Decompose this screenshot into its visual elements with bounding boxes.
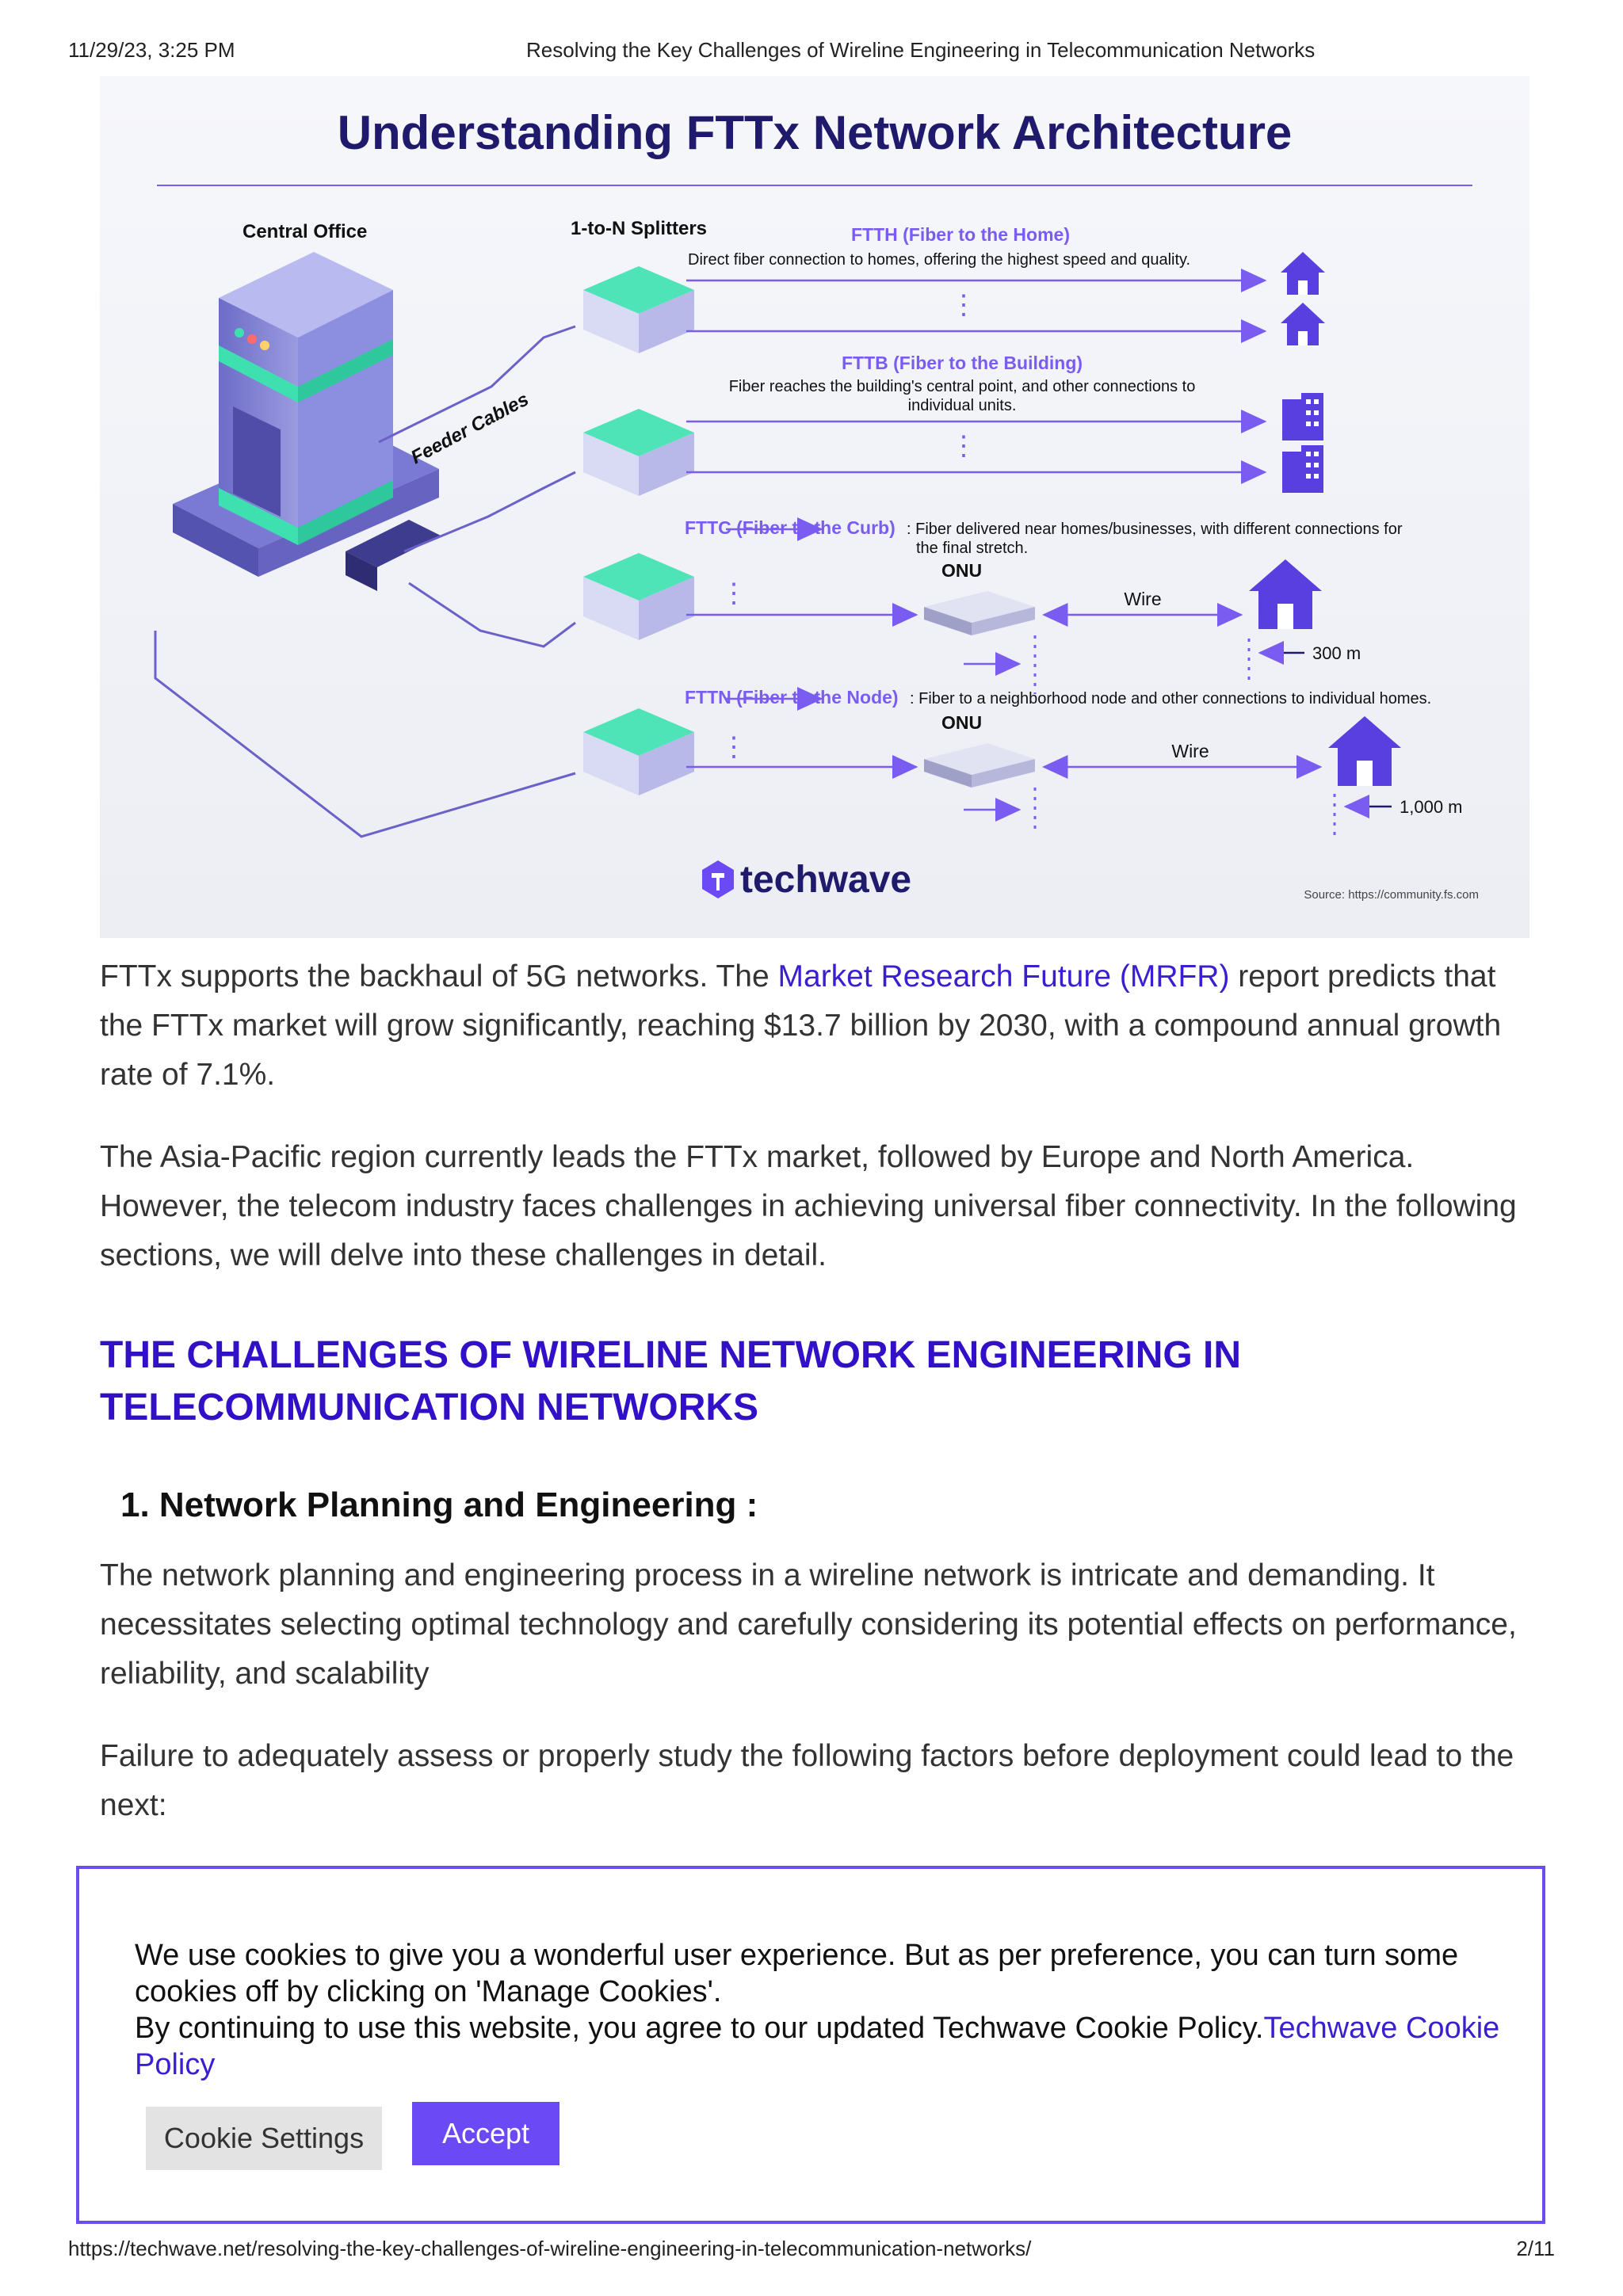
distance-fttn: 1,000 m xyxy=(1400,797,1463,817)
onu-label-fttn: ONU xyxy=(941,712,982,733)
wire-label-fttn: Wire xyxy=(1171,741,1209,761)
article-paragraph-3: The network planning and engineering pro… xyxy=(100,1558,1517,1691)
ftth-desc: Direct fiber connection to homes, offeri… xyxy=(688,251,1190,269)
accept-cookies-button[interactable]: Accept xyxy=(412,2102,559,2165)
fttx-diagram: Understanding FTTx Network Architecture … xyxy=(154,106,1479,902)
building-icon-fttb-1 xyxy=(1282,393,1323,441)
article-paragraph-2: The Asia-Pacific region currently leads … xyxy=(100,1140,1517,1272)
cookie-banner: We use cookies to give you a wonderful u… xyxy=(76,1866,1545,2224)
subsection-heading: 1. Network Planning and Engineering : xyxy=(120,1486,758,1524)
home-icon-ftth-2 xyxy=(1281,303,1325,345)
article-paragraph-4: Failure to adequately assess or properly… xyxy=(100,1739,1514,1822)
cookie-message: We use cookies to give you a wonderful u… xyxy=(135,1939,1500,2081)
techwave-brand-text: techwave xyxy=(740,859,911,901)
fttx-infographic: Understanding FTTx Network Architecture … xyxy=(100,76,1529,938)
fttb-desc-line1: Fiber reaches the building's central poi… xyxy=(729,378,1196,395)
print-page-title: Resolving the Key Challenges of Wireline… xyxy=(526,38,1316,62)
fttb-title: FTTB (Fiber to the Building) xyxy=(842,353,1083,373)
fttc-desc-line1: : Fiber delivered near homes/businesses,… xyxy=(907,521,1403,538)
feeder-cables xyxy=(154,325,576,838)
fttb-desc-line2: individual units. xyxy=(908,397,1017,414)
home-icon-fttn xyxy=(1328,716,1401,786)
central-office-icon xyxy=(173,252,441,591)
svg-text:⋮: ⋮ xyxy=(720,732,747,762)
section-heading-line1: THE CHALLENGES OF WIRELINE NETWORK ENGIN… xyxy=(100,1334,1242,1376)
fttn-desc: : Fiber to a neighborhood node and other… xyxy=(910,690,1431,707)
onu-device-icon-fttc xyxy=(924,591,1035,635)
article-paragraph-1: FTTx supports the backhaul of 5G network… xyxy=(100,959,1502,1092)
feeder-cables-label: Feeder Cables xyxy=(407,388,533,468)
techwave-logo-icon xyxy=(702,860,734,898)
section-heading-line2: TELECOMMUNICATION NETWORKS xyxy=(100,1386,759,1428)
fttc-title: FTTC (Fiber to the Curb) xyxy=(685,517,896,538)
splitter-icon-3 xyxy=(583,553,694,640)
print-header: 11/29/23, 3:25 PM Resolving the Key Chal… xyxy=(68,38,1555,70)
print-datetime: 11/29/23, 3:25 PM xyxy=(68,38,235,62)
home-icon-ftth-1 xyxy=(1281,252,1325,295)
cookie-settings-button[interactable]: Cookie Settings xyxy=(146,2107,382,2170)
building-icon-fttb-2 xyxy=(1282,445,1323,493)
source-credit: Source: https://community.fs.com xyxy=(1304,888,1479,902)
central-office-label: Central Office xyxy=(242,221,367,242)
fttc-desc-line2: the final stretch. xyxy=(916,540,1028,557)
section-heading: THE CHALLENGES OF WIRELINE NETWORK ENGIN… xyxy=(100,1329,1526,1434)
svg-text:⋮: ⋮ xyxy=(950,290,977,320)
splitter-icon-4 xyxy=(583,708,694,795)
splitter-icon-2 xyxy=(583,409,694,496)
fttn-title: FTTN (Fiber to the Node) xyxy=(685,687,899,707)
print-url: https://techwave.net/resolving-the-key-c… xyxy=(68,2237,1032,2260)
svg-text:⋮: ⋮ xyxy=(720,578,747,608)
cookie-policy-link[interactable]: Techwave Cookie Policy xyxy=(135,2012,1500,2081)
print-page-number: 2/11 xyxy=(1516,2237,1555,2260)
mrfr-link[interactable]: Market Research Future (MRFR) xyxy=(777,959,1230,994)
infographic-title: Understanding FTTx Network Architecture xyxy=(338,106,1293,159)
distance-fttc: 300 m xyxy=(1312,643,1361,663)
onu-device-icon-fttn xyxy=(924,743,1035,788)
svg-text:⋮: ⋮ xyxy=(950,431,977,461)
print-footer: https://techwave.net/resolving-the-key-c… xyxy=(68,2237,1555,2268)
onu-label-fttc: ONU xyxy=(941,560,982,581)
home-icon-fttc xyxy=(1249,559,1322,629)
splitters-label: 1-to-N Splitters xyxy=(571,218,707,239)
splitter-icon-1 xyxy=(583,266,694,353)
ftth-title: FTTH (Fiber to the Home) xyxy=(851,224,1070,245)
wire-label-fttc: Wire xyxy=(1124,589,1161,609)
